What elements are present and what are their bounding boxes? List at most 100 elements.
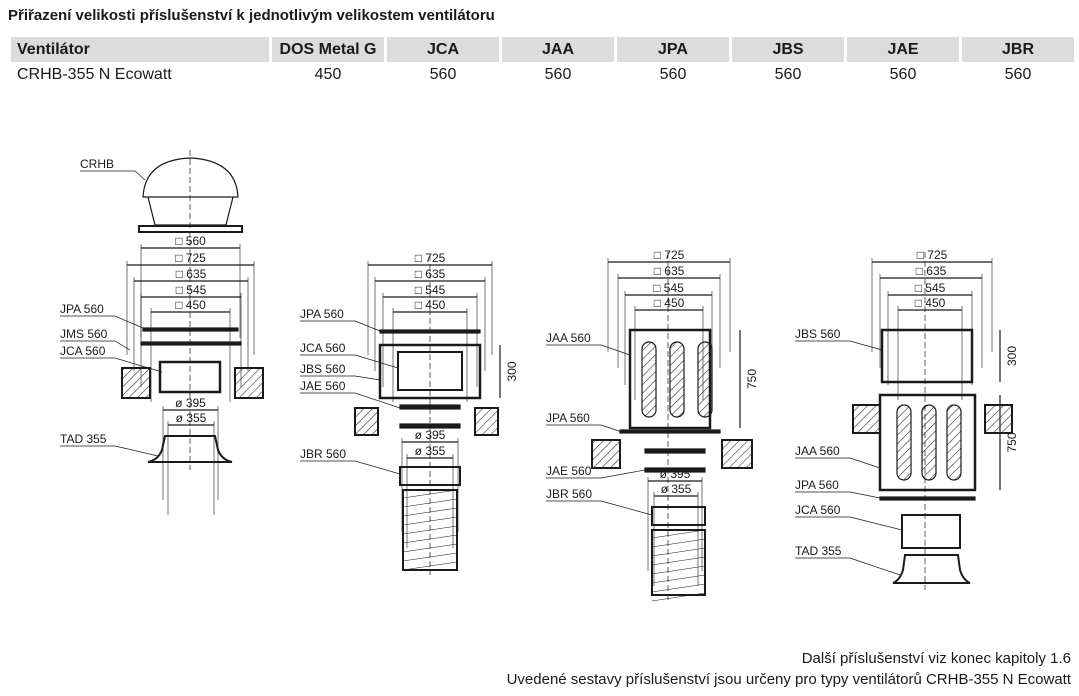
cell: CRHB-355 N Ecowatt xyxy=(17,66,172,83)
part-label: JAA 560 xyxy=(795,444,840,458)
dimension-label: 300 xyxy=(505,361,519,381)
cell: 560 xyxy=(659,66,687,83)
table-row: CRHB-355 N Ecowatt 450 560 560 560 560 5… xyxy=(11,62,1074,88)
part-label: TAD 355 xyxy=(795,544,842,558)
col-header: JAE xyxy=(847,37,959,62)
part-label: JPA 560 xyxy=(546,411,590,425)
dimension-label: ø 395 xyxy=(660,467,691,481)
dimension-label: □ 545 xyxy=(653,281,684,295)
dimension-label: ø 355 xyxy=(415,444,446,458)
dimension-label: □ 725 xyxy=(654,248,685,262)
jbs-box xyxy=(880,328,974,384)
duct xyxy=(651,529,706,596)
dimension-label: □ 450 xyxy=(654,296,685,310)
jpa-plate xyxy=(619,429,721,434)
dimension-label: 300 xyxy=(1005,346,1019,366)
slot xyxy=(641,341,657,418)
jpa-plate xyxy=(142,327,239,332)
col-header: JBR xyxy=(962,37,1074,62)
dimension-label: □ 725 xyxy=(175,251,206,265)
dimension-label: □ 545 xyxy=(415,283,446,297)
cell: 560 xyxy=(429,66,457,83)
col-header: DOS Metal G xyxy=(272,37,384,62)
dimension-label: □ 725 xyxy=(917,248,948,262)
fan-base xyxy=(138,225,243,233)
dimension-label: □ 545 xyxy=(176,283,207,297)
cell: 560 xyxy=(774,66,802,83)
col-header: JAA xyxy=(502,37,614,62)
slot xyxy=(697,341,713,418)
col-header: JPA xyxy=(617,37,729,62)
dimension-label: □ 560 xyxy=(175,234,206,248)
table-header-row: Ventilátor DOS Metal G JCA JAA JPA JBS J… xyxy=(11,37,1074,62)
part-label: JAE 560 xyxy=(546,464,592,478)
dimension-label: ø 355 xyxy=(176,411,207,425)
dimension-label: □ 545 xyxy=(915,281,946,295)
tad-base xyxy=(892,554,971,584)
part-label: JPA 560 xyxy=(60,302,104,316)
dimension-label: □ 725 xyxy=(415,251,446,265)
col-header: JCA xyxy=(387,37,499,62)
dimension-label: □ 450 xyxy=(415,298,446,312)
jpa-plate xyxy=(379,329,481,334)
jaa-box xyxy=(878,393,977,492)
cell: 560 xyxy=(889,66,917,83)
dimension-label: □ 450 xyxy=(915,296,946,310)
jbs-box xyxy=(378,343,482,400)
wall-section xyxy=(852,404,881,434)
slot xyxy=(669,341,685,418)
accessory-table: Ventilátor DOS Metal G JCA JAA JPA JBS J… xyxy=(8,37,1077,88)
cell: 560 xyxy=(544,66,572,83)
wall-section xyxy=(721,439,753,469)
part-label: TAD 355 xyxy=(60,432,107,446)
part-label: JCA 560 xyxy=(300,341,346,355)
part-label: JMS 560 xyxy=(60,327,108,341)
dimension-label: ø 395 xyxy=(175,396,206,410)
part-label: JBS 560 xyxy=(795,327,841,341)
dimension-label: □ 635 xyxy=(415,267,446,281)
part-label: JCA 560 xyxy=(60,344,106,358)
dimension-label: 750 xyxy=(745,369,759,389)
jbr-box xyxy=(651,506,706,526)
jpa-plate xyxy=(879,496,976,501)
jms-plate xyxy=(140,341,242,346)
part-label: JCA 560 xyxy=(795,503,841,517)
wall-section xyxy=(474,407,499,436)
wall-section xyxy=(591,439,621,469)
part-label: JAE 560 xyxy=(300,379,346,393)
col-header: Ventilátor xyxy=(11,37,269,62)
part-label: JPA 560 xyxy=(300,307,344,321)
cell: 560 xyxy=(1004,66,1032,83)
dimension-label: □ 635 xyxy=(176,267,207,281)
dimension-label: 750 xyxy=(1005,432,1019,452)
crhb-fan-hood xyxy=(142,157,239,198)
col-header: JBS xyxy=(732,37,844,62)
jae-ring xyxy=(644,448,706,454)
part-label: JPA 560 xyxy=(795,478,839,492)
dimension-label: ø 395 xyxy=(415,428,446,442)
tad-base xyxy=(147,435,233,463)
wall-section xyxy=(984,404,1013,434)
page-title: Přiřazení velikosti příslušenství k jedn… xyxy=(8,7,495,24)
footer-note-2: Uvedené sestavy příslušenství jsou určen… xyxy=(506,671,1071,688)
jca-damper xyxy=(158,360,222,394)
wall-section xyxy=(234,367,264,399)
part-label: CRHB xyxy=(80,157,114,171)
part-label: JAA 560 xyxy=(546,331,591,345)
wall-section xyxy=(354,407,379,436)
dimension-label: □ 450 xyxy=(175,298,206,312)
slot xyxy=(921,404,937,481)
jca-damper xyxy=(901,514,961,549)
jae-ring xyxy=(399,404,461,410)
dimension-label: □ 635 xyxy=(916,264,947,278)
part-label: JBR 560 xyxy=(546,487,592,501)
wall-section xyxy=(121,367,151,399)
slot xyxy=(896,404,912,481)
cell: 450 xyxy=(314,66,342,83)
duct xyxy=(402,489,458,571)
jca-damper xyxy=(397,351,463,391)
part-label: JBR 560 xyxy=(300,447,346,461)
dimension-label: ø 355 xyxy=(661,482,692,496)
dimension-label: □ 635 xyxy=(654,264,685,278)
